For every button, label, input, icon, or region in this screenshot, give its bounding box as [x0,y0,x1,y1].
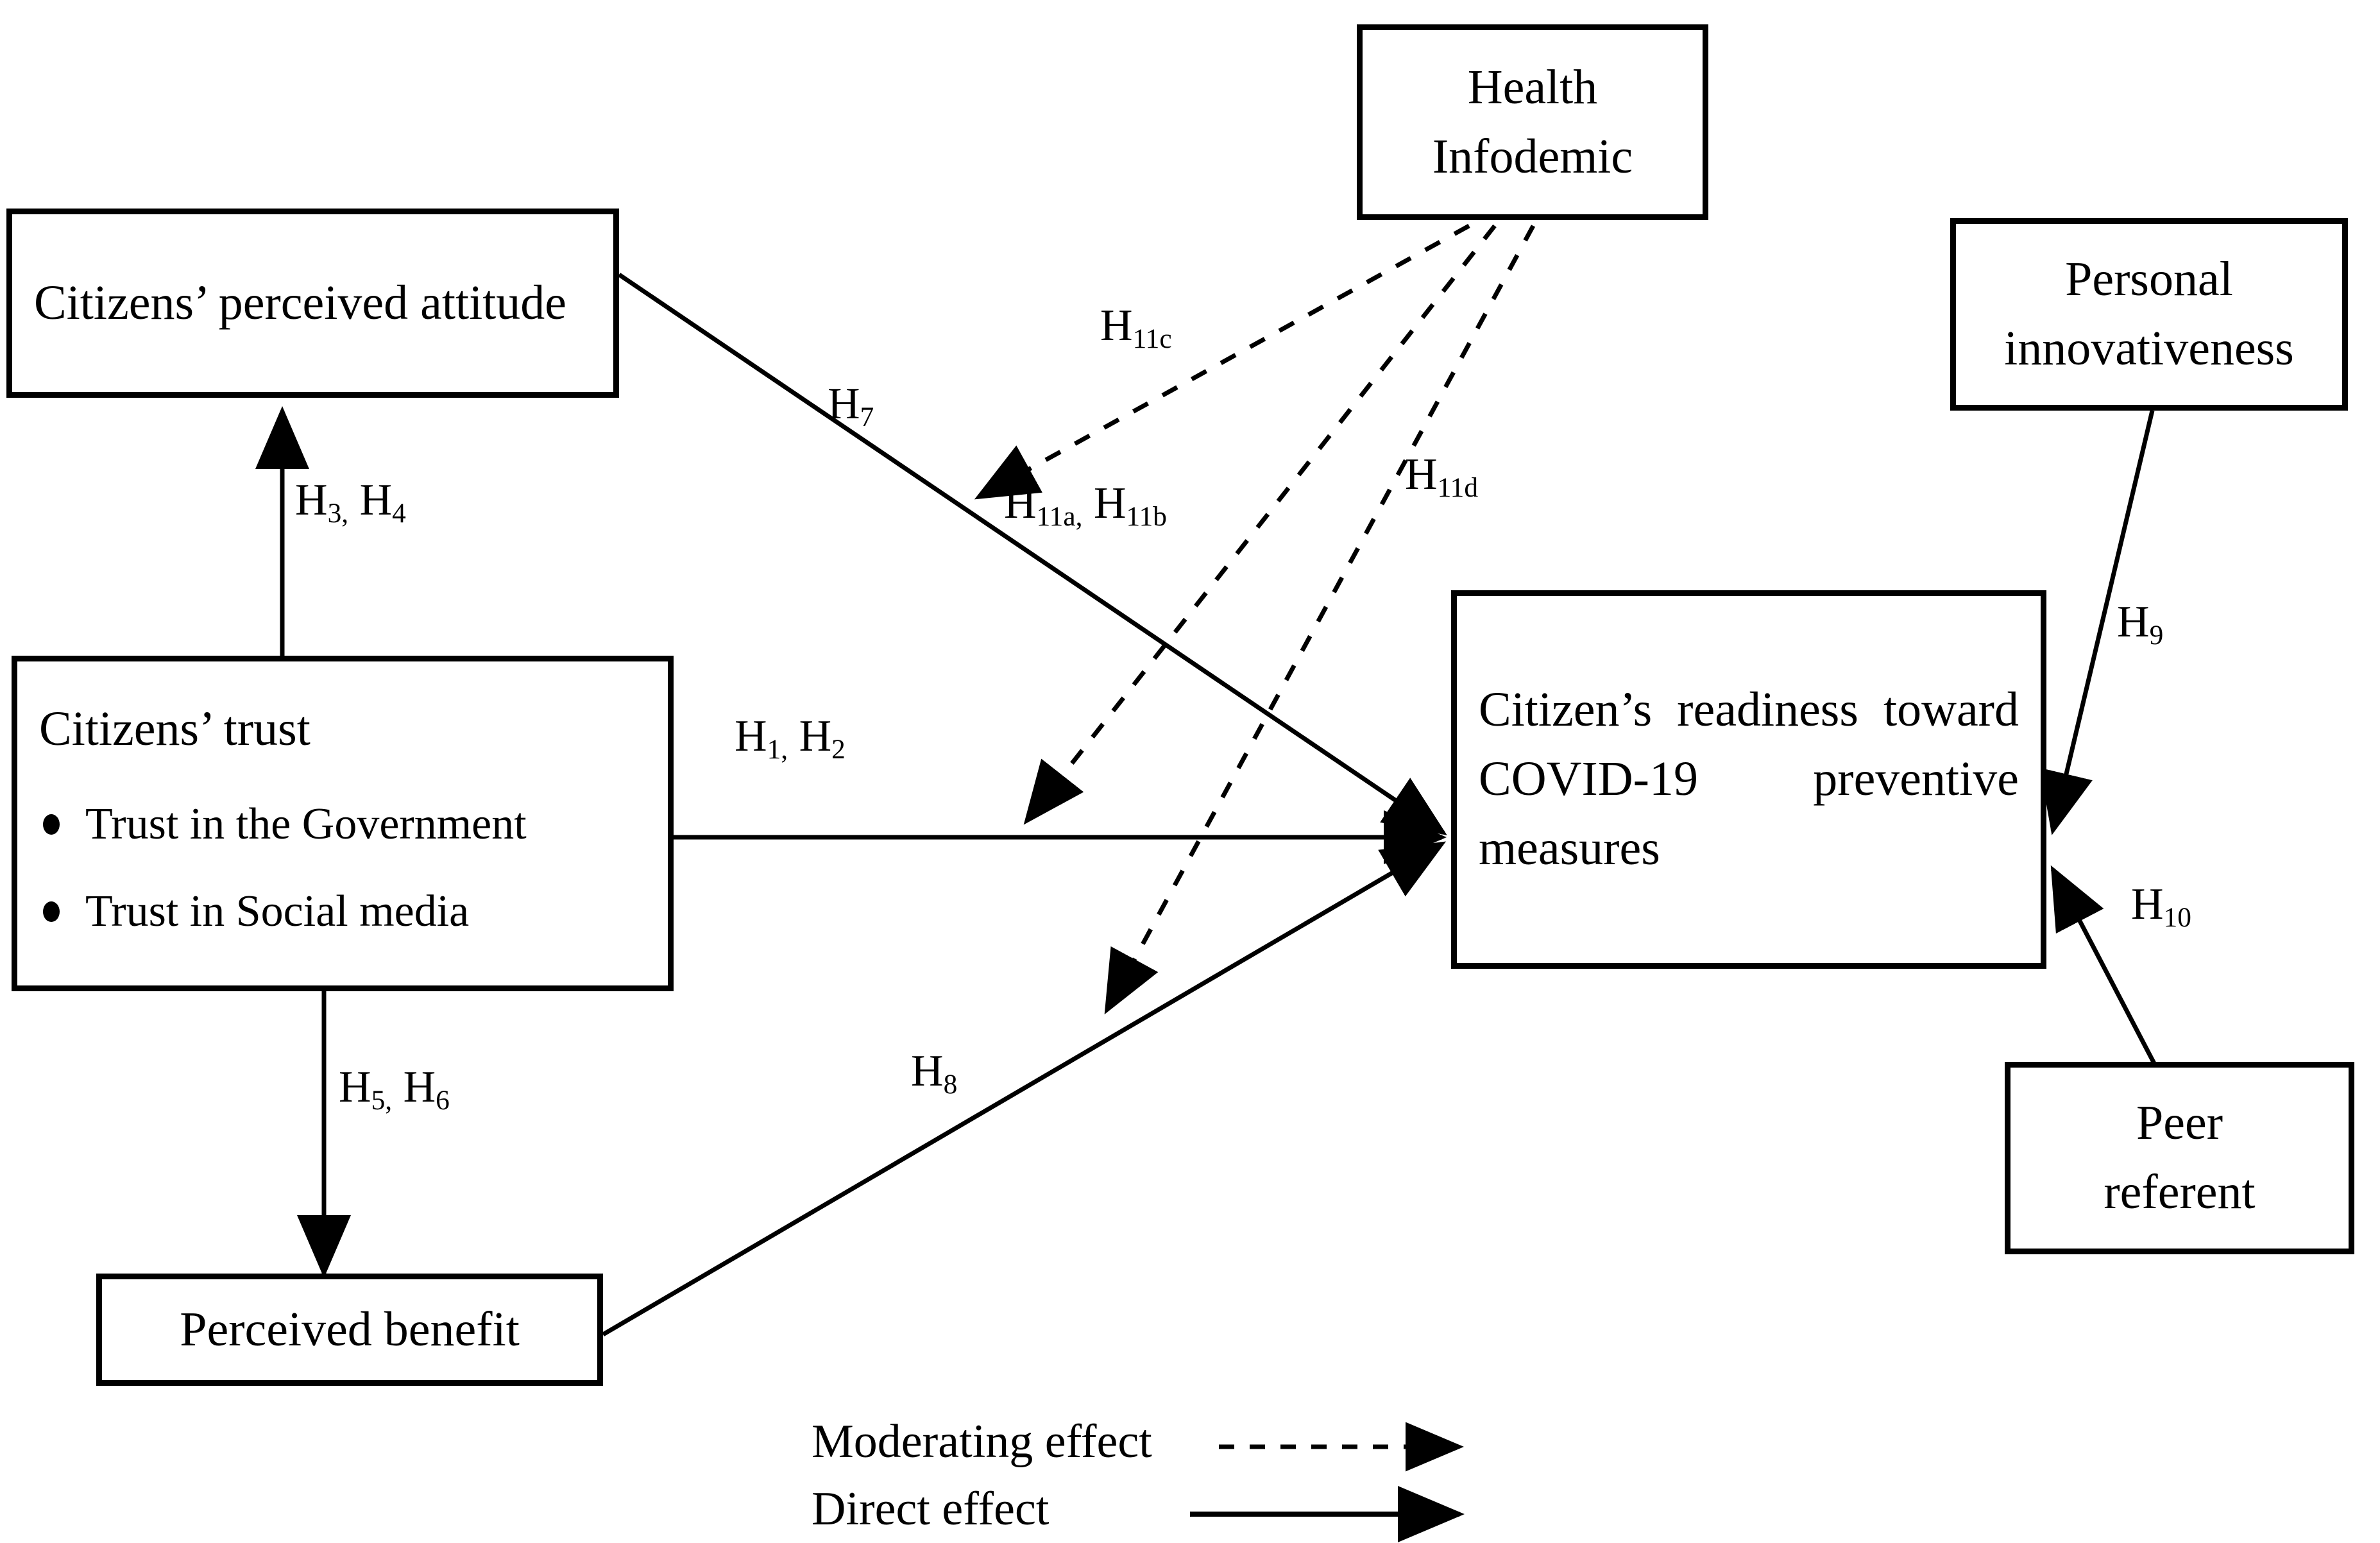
edge-label-h9: H9 [2117,597,2164,651]
legend-moderating-label: Moderating effect [812,1415,1152,1468]
edge-label-h11c: H11c [1100,300,1172,355]
node-peer-referent[interactable]: Peer referent [2005,1062,2354,1254]
edge-h11d [1104,225,1536,1015]
list-item-label: Trust in Social media [85,886,470,936]
citizens-trust-item-list: Trust in the Government Trust in Social … [17,764,668,939]
edge-label-h5-h6-text: H5, H6 [339,1062,450,1116]
edge-h11a-h11b [1023,224,1497,825]
edge-h7 [618,273,1447,835]
edge-label-h8: H8 [911,1046,958,1100]
node-citizens-trust-label: Citizens’ trust [39,702,310,756]
edge-h8 [602,841,1447,1337]
edge-label-h5-h6: H5, H6 [339,1062,450,1116]
node-personal-innovativeness-label: Personal innovativeness [2004,252,2294,375]
edge-label-h10-text: H10 [2131,880,2191,933]
edge-label-h11c-text: H11c [1100,301,1172,355]
edge-label-h11a-h11b-text: H11a, H11b [1004,479,1167,533]
list-item: Trust in Social media [39,885,646,939]
edge-label-h7: H7 [828,379,874,433]
node-health-infodemic-label: Health Infodemic [1432,60,1633,183]
node-citizens-readiness-label: Citizen’s readiness toward COVID-19 prev… [1479,683,2019,875]
edge-h9 [2040,410,2155,835]
edge-h11c [974,223,1470,500]
node-citizens-trust[interactable]: Citizens’ trust Trust in the Government … [12,656,674,991]
edge-label-h10: H10 [2131,879,2191,933]
node-citizens-readiness[interactable]: Citizen’s readiness toward COVID-19 prev… [1451,590,2046,969]
edge-label-h3-h4-text: H3, H4 [295,475,406,529]
edge-label-h9-text: H9 [2117,597,2164,651]
list-item-label: Trust in the Government [85,799,527,849]
node-health-infodemic[interactable]: Health Infodemic [1357,24,1708,220]
edge-label-h1-h2-text: H1, H2 [735,712,846,765]
edge-label-h8-text: H8 [911,1046,958,1100]
edge-h10 [2050,865,2168,1086]
edge-label-h11d-text: H11d [1405,450,1479,504]
bullet-dot-icon [43,901,60,922]
edge-label-h11d: H11d [1405,449,1479,504]
legend-direct-label: Direct effect [812,1483,1050,1535]
list-item: Trust in the Government [39,797,646,851]
node-perceived-benefit-label: Perceived benefit [180,1302,520,1356]
edge-label-h3-h4: H3, H4 [295,475,406,529]
edge-label-h1-h2: H1, H2 [735,711,846,765]
node-citizens-perceived-attitude-label: Citizens’ perceived attitude [34,275,567,330]
bullet-dot-icon [43,814,60,835]
edge-label-h11a-h11b: H11a, H11b [1004,478,1167,533]
node-personal-innovativeness[interactable]: Personal innovativeness [1950,218,2348,411]
node-peer-referent-label: Peer referent [2104,1096,2256,1219]
node-citizens-perceived-attitude[interactable]: Citizens’ perceived attitude [6,209,619,398]
edge-label-h7-text: H7 [828,379,874,433]
node-perceived-benefit[interactable]: Perceived benefit [96,1274,603,1386]
